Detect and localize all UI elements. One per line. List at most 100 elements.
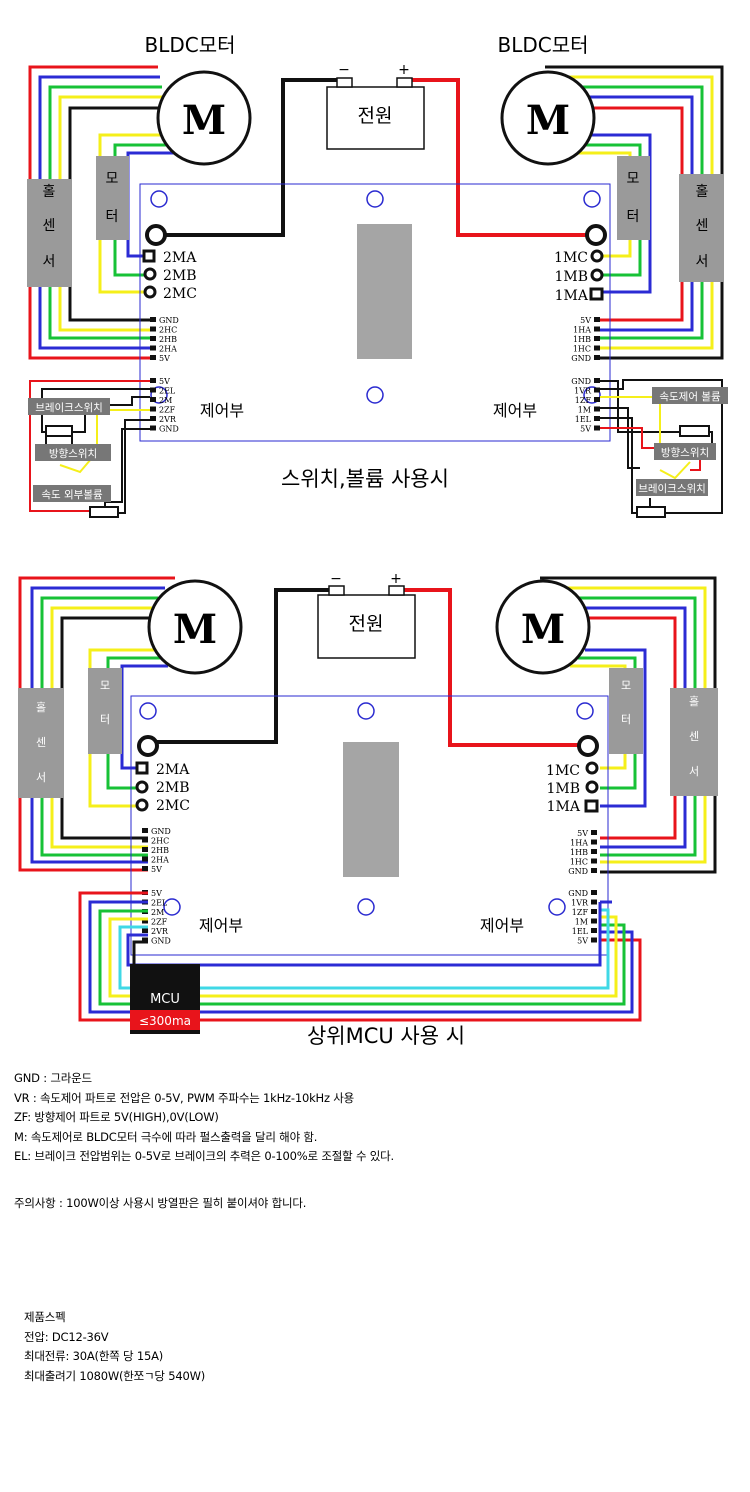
pin-label: 2HA — [151, 856, 169, 865]
pin-dot — [150, 336, 156, 341]
top-power-supply — [326, 86, 425, 150]
top-right-motor-char-1: 모 — [627, 171, 640, 187]
pin-label: 1M — [578, 406, 591, 415]
pin-label: 5V — [151, 865, 162, 874]
bottom-left-motor-tag — [88, 668, 122, 754]
pin-label: 1HC — [570, 858, 588, 867]
spec-title: 제품스펙 — [24, 1310, 66, 1324]
bottom-left-phase-b: 2MB — [156, 780, 190, 796]
top-left-speed-volume-tag — [33, 485, 111, 502]
bottom-right-phase-c: 1MC — [546, 763, 580, 779]
mcu-label: MCU — [150, 992, 180, 1007]
pin-dot — [591, 918, 597, 924]
spec-current: 최대전류: 30A(한쪽 당 15A) — [24, 1349, 164, 1363]
pin-dot — [150, 378, 156, 383]
pin-dot — [594, 416, 600, 421]
top-left-motor — [156, 70, 252, 166]
pin-dot — [142, 828, 148, 833]
top-caption: 스위치,볼륨 사용시 — [281, 467, 449, 491]
bottom-power-supply — [317, 594, 416, 659]
top-right-hall-char-1: 홀 — [696, 184, 709, 200]
pin-label: GND — [151, 827, 171, 836]
spec-block: 제품스펙 전압: DC12-36V 최대전류: 30A(한쪽 당 15A) 최대… — [24, 1308, 205, 1386]
top-left-phase-b: 2MB — [163, 268, 197, 284]
bottom-power-plus: + — [390, 571, 402, 587]
pin-dot — [591, 868, 597, 873]
note-gnd: GND : 그라운드 — [14, 1071, 92, 1085]
top-right-motor — [500, 70, 596, 166]
bottom-right-hall-char-3: 서 — [689, 765, 699, 778]
top-right-phase-c: 1MC — [554, 250, 588, 266]
top-left-brake-switch: 브레이크스위치 — [35, 401, 103, 414]
pin-label: 2HC — [151, 837, 169, 846]
bottom-control-left: 제어부 — [199, 916, 243, 935]
pin-label: 2ZF — [159, 406, 176, 415]
top-left-phase-a: 2MA — [163, 250, 197, 266]
pin-label: 5V — [577, 937, 588, 946]
top-right-speed-volume-tag — [652, 387, 728, 404]
bottom-left-phase-c: 2MC — [156, 798, 190, 814]
pin-dot — [594, 336, 600, 341]
top-power-plus: + — [398, 62, 410, 78]
pin-label: 2HB — [159, 335, 177, 344]
top-section: BLDC모터 BLDC모터 홀 센 — [27, 33, 728, 518]
pin-dot — [142, 847, 148, 852]
pin-dot — [591, 890, 597, 895]
top-right-motor-title: BLDC모터 — [497, 33, 588, 57]
mcu-current: ≤300ma — [139, 1014, 191, 1028]
pin-label: 1HB — [570, 848, 588, 857]
pin-label: GND — [568, 889, 588, 898]
pin-dot — [591, 937, 597, 943]
pin-dot — [594, 345, 600, 351]
bottom-right-motor-tag — [609, 668, 643, 754]
pin-label: 5V — [159, 354, 170, 363]
note-zf: ZF: 방향제어 파트로 5V(HIGH),0V(LOW) — [14, 1110, 219, 1124]
caution-block: 주의사항 : 100W이상 사용시 방열판은 필히 붙이셔야 합니다. — [14, 1194, 306, 1214]
top-right-direction-switch: 방향스위치 — [661, 446, 709, 459]
top-left-motor-letter: M — [182, 97, 226, 144]
top-power-label: 전원 — [358, 105, 393, 127]
bottom-right-motor-letter: M — [521, 606, 565, 653]
pin-label: 1VR — [574, 387, 592, 396]
top-left-direction-switch: 방향스위치 — [49, 447, 97, 460]
pin-label: 5V — [580, 316, 591, 325]
note-el: EL: 브레이크 전압범위는 0-5V로 브레이크의 추력은 0-100%로 조… — [14, 1149, 394, 1163]
top-left-brake-switch-tag — [28, 398, 110, 415]
note-caution: 주의사항 : 100W이상 사용시 방열판은 필히 붙이셔야 합니다. — [14, 1196, 307, 1210]
pin-label: 5V — [577, 829, 588, 838]
pin-label: 2M — [159, 396, 172, 405]
top-positive-wire — [402, 78, 593, 237]
pin-dot — [150, 387, 156, 393]
pin-label: 1M — [575, 918, 588, 927]
bottom-right-hall-char-1: 홀 — [689, 695, 699, 708]
pin-dot — [591, 928, 597, 933]
bottom-left-phase-a: 2MA — [156, 762, 190, 778]
bottom-negative-wire — [155, 588, 338, 744]
pin-label: 2HA — [159, 345, 177, 354]
pin-label: 2EL — [151, 899, 168, 908]
pin-dot — [150, 345, 156, 351]
note-m: M: 속도제어로 BLDC모터 극수에 따라 펄스출력을 달리 해야 함. — [14, 1129, 318, 1144]
pin-dot — [594, 397, 600, 402]
bottom-right-motor-char-2: 터 — [621, 713, 631, 726]
top-left-motor-tag — [96, 156, 129, 240]
bottom-heatsink — [343, 742, 399, 877]
bottom-left-hall-char-3: 서 — [36, 771, 46, 784]
note-vr: VR : 속도제어 파트로 전압은 0-5V, PWM 주파수는 1kHz-10… — [14, 1090, 355, 1105]
pin-label: GND — [571, 377, 591, 386]
pin-label: 2VR — [159, 415, 177, 424]
bottom-caption: 상위MCU 사용 시 — [307, 1024, 465, 1048]
top-left-speed-volume: 속도 외부볼륨 — [41, 489, 103, 501]
top-right-brake-switch-tag — [636, 479, 708, 496]
pin-dot — [591, 839, 597, 845]
pin-dot — [594, 326, 600, 332]
pin-dot — [142, 918, 148, 924]
pin-dot — [594, 425, 600, 431]
pin-label: 2M — [151, 908, 164, 917]
